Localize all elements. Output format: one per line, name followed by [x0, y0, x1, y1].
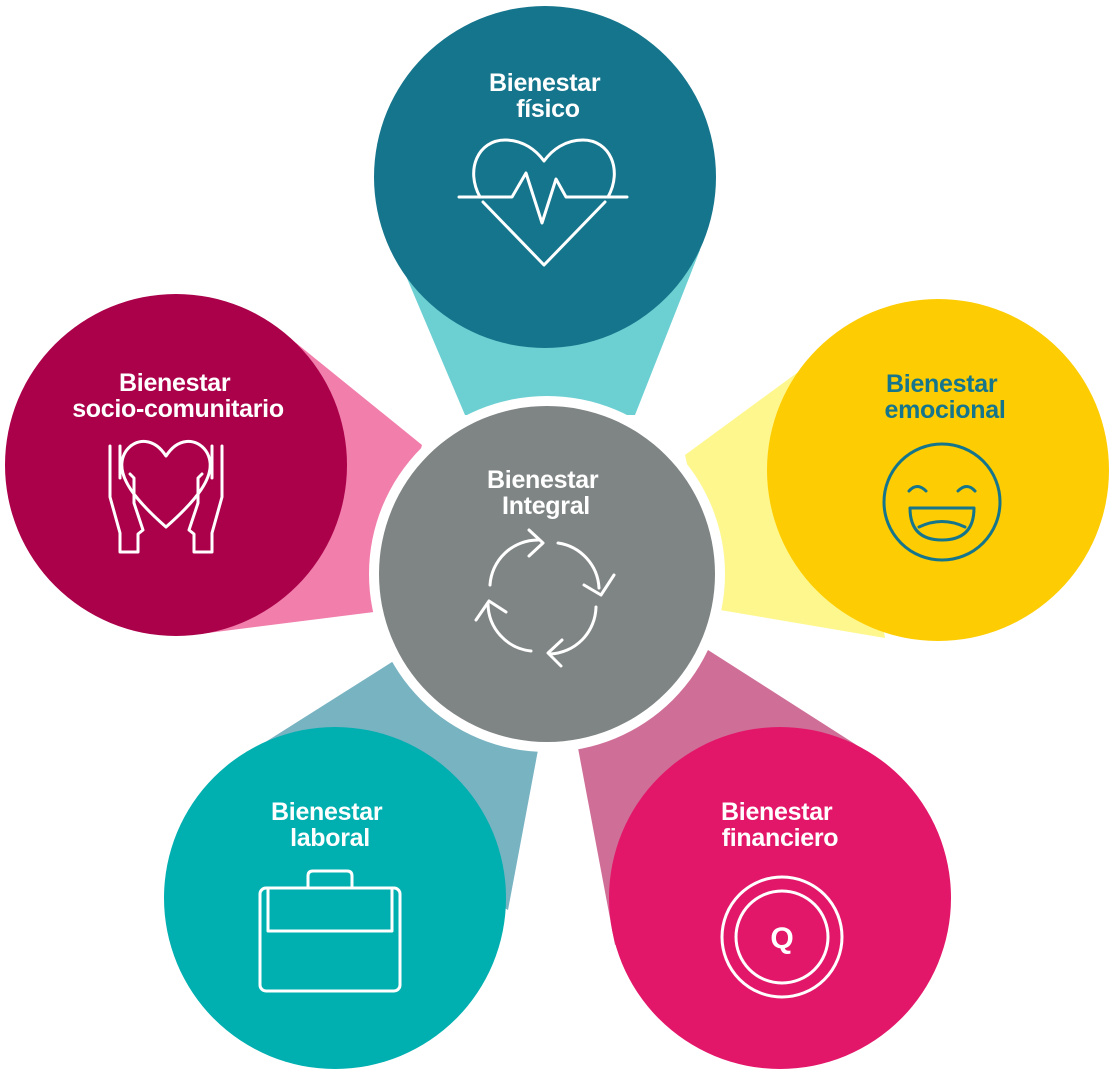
- financiero-title: Bienestar financiero: [721, 798, 839, 852]
- node-circle-socio: [5, 294, 347, 636]
- briefcase-icon: [258, 869, 402, 993]
- node-circle-fisico: [374, 6, 716, 348]
- smiley-face-icon: [882, 442, 1002, 562]
- hands-heart-icon: [108, 439, 224, 554]
- fisico-title: Bienestar físico: [489, 69, 607, 123]
- emocional-title: Bienestar emocional: [885, 370, 1006, 424]
- center-title: Bienestar Integral: [487, 466, 605, 520]
- node-circle-laboral: [164, 727, 506, 1069]
- node-circle-financiero: [609, 727, 951, 1069]
- coin-quetzal-icon: [720, 875, 844, 999]
- socio-title: Bienestar socio-comunitario: [72, 369, 284, 423]
- heartbeat-icon: [457, 138, 629, 267]
- cycle-arrows-icon: [474, 528, 616, 668]
- coin-letter: Q: [770, 922, 793, 955]
- node-circle-center: [379, 406, 715, 742]
- node-circle-emocional: [767, 299, 1109, 641]
- laboral-title: Bienestar laboral: [271, 798, 389, 852]
